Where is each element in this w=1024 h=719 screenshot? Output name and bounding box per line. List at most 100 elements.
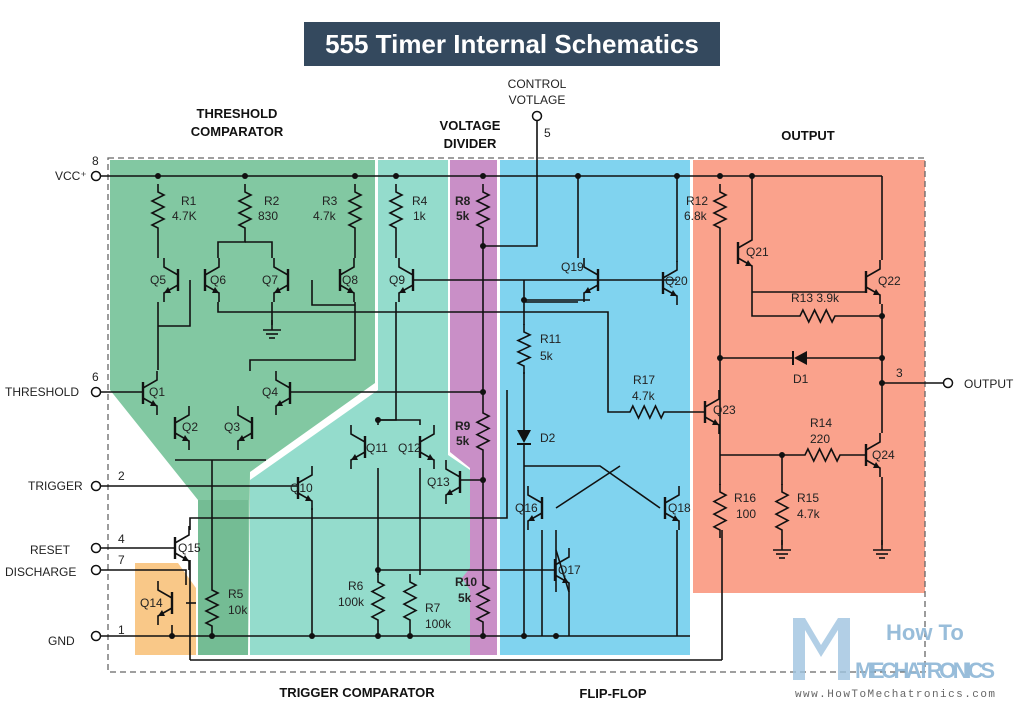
resistor-r1: [150, 184, 166, 236]
q11-label: Q11: [366, 441, 388, 455]
junction-dot: [553, 633, 559, 639]
region-voltage-divider: [450, 160, 497, 655]
wire: [524, 465, 661, 509]
q5-label: Q5: [150, 273, 166, 287]
resistor-r9: [475, 405, 491, 458]
r2-name: R2: [264, 194, 280, 208]
q4-label: Q4: [262, 385, 278, 399]
transistor-q17: [553, 548, 570, 592]
transistor-collector: [554, 548, 570, 566]
transistor-collector: [527, 486, 543, 504]
regions: [110, 160, 925, 655]
resistor-r3: [347, 184, 363, 236]
transistor-emitter-arrow: [584, 287, 591, 293]
transistor-collector: [664, 486, 680, 504]
resistor-r2: [237, 184, 253, 236]
diode-triangle: [794, 351, 807, 365]
pin-output-label: OUTPUT: [964, 377, 1014, 391]
junction-dot: [480, 477, 486, 483]
pin-reset-number: 4: [118, 532, 125, 546]
r17-value: 4.7k: [632, 389, 656, 403]
wire: [483, 121, 538, 247]
resistor-r5: [204, 582, 220, 634]
transistor-q12: [418, 425, 435, 469]
pin-trigger-label: TRIGGER: [28, 479, 83, 493]
section-trigger-comparator: TRIGGER COMPARATOR: [279, 685, 435, 700]
wire: [245, 241, 273, 258]
junction-dot: [480, 633, 486, 639]
r5-value: 10k: [228, 603, 248, 617]
q13-label: Q13: [427, 475, 450, 489]
r8-name: R8: [455, 194, 471, 208]
pin-discharge-terminal: [90, 564, 102, 576]
q17-label: Q17: [558, 563, 581, 577]
r4-name: R4: [412, 194, 428, 208]
junction-dot: [717, 355, 723, 361]
region-threshold-dark: [198, 500, 248, 655]
pin-control-number: 5: [544, 126, 551, 140]
transistor-collector: [174, 526, 190, 544]
transistor-emitter-arrow: [347, 287, 354, 293]
section-flip-flop: FLIP-FLOP: [579, 686, 646, 701]
r7-value: 100k: [425, 617, 452, 631]
region-discharge: [135, 563, 196, 655]
transistor-q1: [141, 371, 158, 415]
junction-dot: [480, 243, 486, 249]
junction-dot: [879, 380, 885, 386]
q16-label: Q16: [515, 501, 538, 515]
q12-label: Q12: [398, 441, 421, 455]
transistor-emitter-arrow: [446, 489, 453, 495]
wire: [378, 419, 421, 425]
title: 555 Timer Internal Schematics: [325, 29, 699, 59]
pin-gnd-terminal: [90, 630, 102, 642]
r1-value: 4.7K: [172, 209, 197, 223]
r7-name: R7: [425, 601, 441, 615]
transistor-q7: [273, 258, 290, 302]
junction-dot: [879, 313, 885, 319]
transistor-emitter-arrow: [274, 287, 281, 293]
r10-value: 5k: [458, 591, 472, 605]
wire: [189, 390, 508, 530]
section-threshold-line1: THRESHOLD: [197, 106, 278, 121]
q10-label: Q10: [290, 481, 313, 495]
junction-dot: [169, 633, 175, 639]
resistor-r7: [402, 574, 418, 628]
r14-name: R14: [810, 416, 832, 430]
junction-dot: [352, 173, 358, 179]
pins: VCC⁺ 8 THRESHOLD 6 TRIGGER 2 RESET 4 DIS…: [5, 77, 1014, 648]
diode-triangle: [517, 430, 531, 443]
r8-value: 5k: [456, 209, 470, 223]
ground-icon: [263, 320, 281, 339]
resistor-r17: [622, 404, 672, 420]
components: [141, 184, 891, 634]
r3-name: R3: [322, 194, 338, 208]
transistor-q19: [583, 258, 600, 302]
transistor-collector: [142, 371, 158, 389]
transistor-q3: [237, 406, 254, 450]
transistor-q14: [157, 581, 174, 625]
d1-label: D1: [793, 372, 809, 386]
q22-label: Q22: [878, 274, 901, 288]
chip-boundary: [107, 157, 926, 673]
transistor-q11: [350, 425, 367, 469]
pin-discharge-number: 7: [118, 553, 125, 567]
r1-name: R1: [181, 194, 197, 208]
transistor-collector: [398, 258, 414, 276]
transistor-emitter-arrow: [305, 495, 312, 501]
q15-label: Q15: [178, 541, 201, 555]
q9-label: Q9: [389, 273, 405, 287]
transistor-q13: [445, 460, 462, 504]
watermark-logo: How To MECHATRONICS www.HowToMechatronic…: [793, 618, 995, 701]
resistor-r11: [516, 324, 532, 374]
transistor-collector: [275, 371, 291, 389]
transistor-emitter-arrow: [150, 400, 157, 406]
junction-dot: [717, 173, 723, 179]
wire: [249, 302, 356, 371]
transistor-emitter-arrow: [672, 515, 679, 521]
resistor-r14: [797, 447, 848, 463]
transistor-q20: [661, 261, 678, 305]
transistor-q5: [163, 258, 180, 302]
watermark-line1: How To: [886, 620, 964, 645]
pin-control-label-line1: CONTROL: [508, 77, 567, 91]
